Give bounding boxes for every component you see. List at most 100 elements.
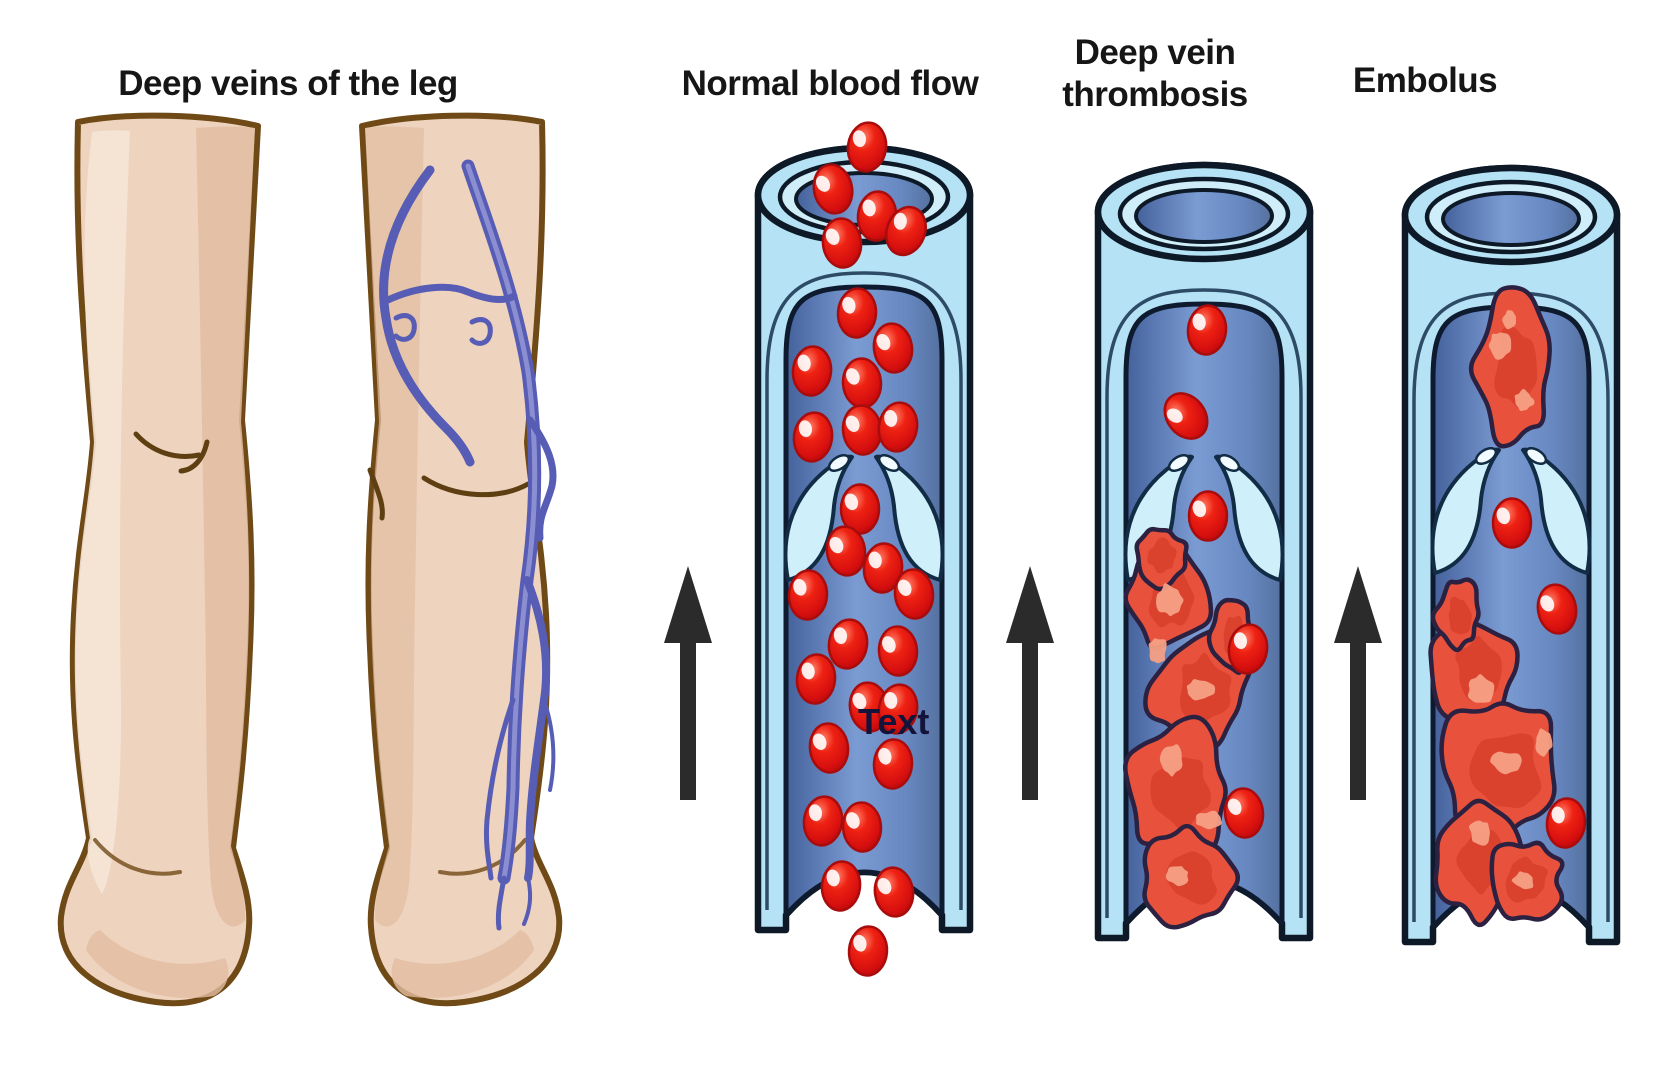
red-blood-cell xyxy=(893,568,935,620)
up-arrow-icon xyxy=(1334,566,1382,800)
valve-flap xyxy=(1430,447,1501,575)
vein-opening-lumen xyxy=(1441,191,1581,247)
venous-valve xyxy=(1521,447,1592,575)
legs-illustration xyxy=(57,112,563,1007)
valve-tip-opening xyxy=(1474,447,1498,465)
red-blood-cell xyxy=(1223,787,1265,839)
valve-tip-opening xyxy=(1524,447,1548,465)
cell-gloss xyxy=(816,175,831,192)
right-leg-shading xyxy=(365,126,424,927)
red-blood-cell xyxy=(836,287,878,339)
vein-opening-lumen xyxy=(1134,188,1274,244)
cell-gloss xyxy=(1192,313,1206,331)
cell-gloss xyxy=(1227,798,1242,815)
right-knee-crease xyxy=(367,467,385,521)
venous-valve xyxy=(874,454,945,582)
cell-gloss xyxy=(1540,595,1555,612)
cell-gloss xyxy=(798,420,813,438)
cell-body xyxy=(1187,490,1229,542)
up-arrow-icon xyxy=(664,566,712,800)
cell-gloss xyxy=(842,296,856,314)
valve-flap xyxy=(874,454,945,582)
clot-texture xyxy=(1150,757,1211,831)
dvt-title-line2: thrombosis xyxy=(1062,75,1248,114)
cell-gloss xyxy=(884,409,898,427)
clot-highlight xyxy=(1165,866,1189,887)
valve-tip-opening xyxy=(877,454,901,472)
valve-tip-opening xyxy=(1167,454,1191,472)
clot-highlight xyxy=(1514,388,1535,412)
wall-cut-edge xyxy=(1105,288,1303,918)
annotation-text: Text xyxy=(858,701,929,742)
cell-gloss xyxy=(884,691,898,709)
deep-vein-loop xyxy=(393,313,417,342)
right-knee-crease xyxy=(421,475,531,498)
clot-texture xyxy=(1448,596,1472,635)
normal-flow-title: Normal blood flow xyxy=(682,64,980,103)
deep-vein-main-highlight xyxy=(465,163,538,881)
red-blood-cell xyxy=(1491,497,1533,549)
cell-gloss xyxy=(812,733,827,750)
red-blood-cell xyxy=(846,121,888,173)
red-blood-cell xyxy=(787,569,829,621)
cell-gloss xyxy=(825,228,840,245)
cell-gloss xyxy=(877,877,892,895)
cell-gloss xyxy=(853,934,867,952)
cell-gloss xyxy=(829,536,844,554)
valve-tip-opening xyxy=(1217,454,1241,472)
clot-highlight xyxy=(1467,674,1495,703)
cell-gloss xyxy=(801,662,815,680)
cell-gloss xyxy=(876,333,891,351)
red-blood-cell xyxy=(877,625,919,677)
cell-gloss xyxy=(893,212,907,230)
red-blood-cell xyxy=(795,653,837,705)
legs-title: Deep veins of the leg xyxy=(118,64,458,103)
embolus-title: Embolus xyxy=(1353,61,1497,100)
deep-vein-loop xyxy=(469,317,493,346)
red-blood-cell xyxy=(1186,304,1228,356)
deep-vein-branch xyxy=(379,165,475,467)
deep-vein-branch xyxy=(523,576,551,882)
red-blood-cell xyxy=(820,860,862,912)
red-blood-cell xyxy=(791,345,833,397)
cell-gloss xyxy=(868,551,882,569)
venous-valve xyxy=(1430,447,1501,575)
vein-tube-embolus xyxy=(1401,164,1621,946)
red-blood-cell xyxy=(1187,490,1229,542)
clot-highlight xyxy=(1511,871,1534,890)
red-blood-cell xyxy=(1536,583,1578,635)
left-foot-shading xyxy=(86,930,229,999)
red-blood-cell xyxy=(877,683,919,735)
clot-highlight xyxy=(1186,679,1216,701)
left-knee-crease xyxy=(133,431,202,459)
deep-vein-spur xyxy=(495,875,507,931)
red-blood-cell xyxy=(873,866,915,918)
vein-tube-normal-blood-flow xyxy=(754,121,974,977)
cell-gloss xyxy=(1496,507,1511,525)
red-blood-cell xyxy=(812,163,854,215)
clot-texture xyxy=(1147,537,1177,574)
cell-gloss xyxy=(797,354,811,372)
embolus-residual-clot xyxy=(1428,577,1565,928)
deep-vein-tributary xyxy=(542,698,556,792)
red-blood-cell xyxy=(847,925,889,977)
cell-gloss xyxy=(1166,408,1183,423)
clot-highlight xyxy=(1159,744,1183,777)
red-blood-cell xyxy=(821,217,863,269)
thrombus-clot xyxy=(1123,526,1257,930)
cell-gloss xyxy=(1192,500,1207,518)
red-blood-cell xyxy=(827,618,869,670)
deep-vein-branch xyxy=(484,697,516,881)
clot-highlight xyxy=(1148,638,1167,664)
cell-gloss xyxy=(878,747,892,765)
clot-highlight xyxy=(1502,310,1517,330)
valve-flap xyxy=(1521,447,1592,575)
cell-gloss xyxy=(862,199,876,217)
cell-body xyxy=(1491,497,1533,549)
right-ankle-line xyxy=(438,838,527,876)
deep-vein-connector xyxy=(384,283,518,304)
left-knee-crease xyxy=(178,439,210,474)
cell-gloss xyxy=(882,636,896,653)
